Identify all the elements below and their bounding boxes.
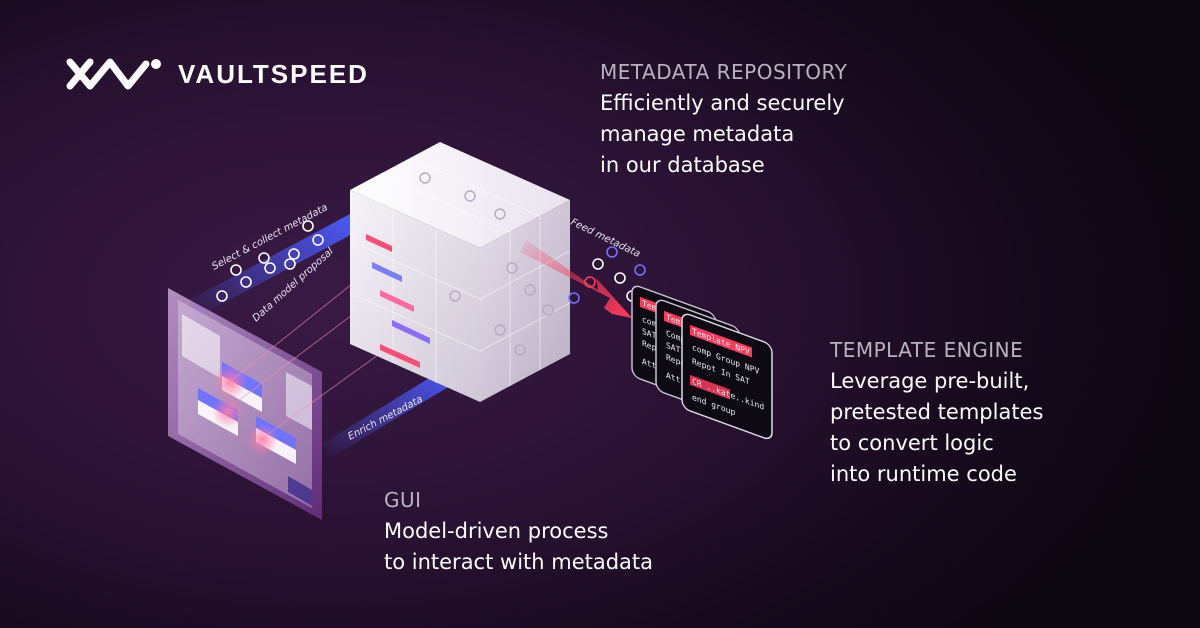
template-engine-heading: TEMPLATE ENGINE — [830, 338, 1024, 362]
gui-cube-connectors — [225, 267, 383, 441]
template-engine-block: TEMPLATE ENGINE Leverage pre-built, pret… — [830, 338, 1043, 490]
vaultspeed-logo-icon — [66, 58, 161, 90]
select-collect-arrow — [190, 214, 356, 318]
cube-data-bars — [366, 234, 430, 368]
description-line: Leverage pre-built, — [830, 369, 1030, 393]
gui-heading: GUI — [384, 488, 422, 512]
metadata-repository-heading: METADATA REPOSITORY — [600, 60, 848, 84]
template-card: Template NPV comp Group NPV Repot In SAT… — [681, 313, 773, 440]
metadata-repository-block: METADATA REPOSITORY Efficiently and secu… — [600, 60, 847, 181]
gui-block: GUI Model-driven process to interact wit… — [384, 488, 653, 578]
metadata-repository-description: Efficiently and securely manage metadata… — [600, 88, 847, 181]
gui-description: Model-driven process to interact with me… — [384, 516, 653, 578]
description-line: Model-driven process — [384, 519, 609, 543]
description-line: manage metadata — [600, 122, 795, 146]
template-engine-description: Leverage pre-built, pretested templates … — [830, 366, 1043, 490]
flow-label-feed: Feed metadata — [569, 217, 642, 260]
flow-label-enrich: Enrich metadata — [346, 394, 424, 443]
description-line: into runtime code — [830, 462, 1017, 486]
description-line: in our database — [600, 153, 765, 177]
brand-logo: VAULTSPEED — [64, 54, 369, 94]
description-line: Efficiently and securely — [600, 91, 845, 115]
description-line: to convert logic — [830, 431, 994, 455]
metadata-dots — [216, 220, 324, 302]
gui-screen — [168, 288, 322, 520]
description-line: to interact with metadata — [384, 550, 654, 574]
metadata-repository-cube — [349, 142, 571, 402]
description-line: pretested templates — [830, 400, 1044, 424]
brand-name: VAULTSPEED — [178, 58, 369, 89]
